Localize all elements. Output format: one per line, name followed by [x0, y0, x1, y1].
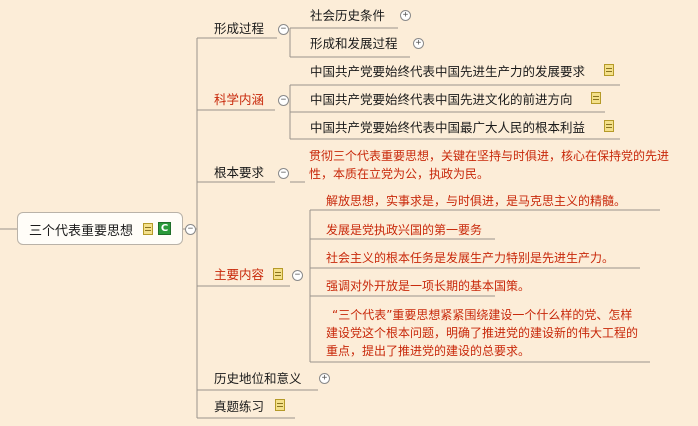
node-content-3[interactable]: 社会主义的根本任务是发展生产力特别是先进生产力。	[326, 251, 615, 265]
expand-toggle-icon[interactable]: +	[413, 38, 424, 49]
note-icon[interactable]	[275, 399, 285, 411]
root-node[interactable]: 三个代表重要思想 C	[17, 212, 183, 245]
collapse-toggle-icon[interactable]: −	[278, 95, 289, 106]
node-content-2[interactable]: 发展是党执政兴国的第一要务	[326, 223, 483, 237]
node-formation-development[interactable]: 形成和发展过程	[310, 36, 398, 51]
branch-main-content[interactable]: 主要内容	[214, 267, 265, 282]
root-label: 三个代表重要思想	[29, 224, 134, 239]
node-social-conditions[interactable]: 社会历史条件	[310, 8, 386, 23]
expand-toggle-icon[interactable]: +	[400, 10, 411, 21]
collapse-toggle-icon[interactable]: −	[292, 270, 303, 281]
collapse-toggle-icon[interactable]: −	[278, 168, 289, 179]
collapse-toggle-icon[interactable]: −	[185, 224, 196, 235]
branch-formation[interactable]: 形成过程	[214, 21, 265, 36]
branch-historical-significance[interactable]: 历史地位和意义	[214, 371, 302, 386]
node-people-interests[interactable]: 中国共产党要始终代表中国最广大人民的根本利益	[310, 120, 586, 135]
collapse-toggle-icon[interactable]: −	[278, 24, 289, 35]
node-content-5[interactable]: “三个代表”重要思想紧紧围绕建设一个什么样的党、怎样建设党这个根本问题，明确了推…	[326, 308, 639, 358]
branch-scientific-connotation[interactable]: 科学内涵	[214, 92, 265, 107]
branch-fundamental-requirement[interactable]: 根本要求	[214, 165, 265, 180]
branch-exam-practice[interactable]: 真题练习	[214, 399, 265, 414]
note-icon[interactable]	[604, 64, 614, 76]
node-requirement-text[interactable]: 贯彻三个代表重要思想，关键在坚持与时俱进，核心在保持党的先进性，本质在立党为公，…	[309, 149, 670, 181]
note-icon[interactable]	[273, 268, 283, 280]
node-content-4[interactable]: 强调对外开放是一项长期的基本国策。	[326, 279, 531, 293]
expand-toggle-icon[interactable]: +	[319, 373, 330, 384]
node-advanced-culture[interactable]: 中国共产党要始终代表中国先进文化的前进方向	[310, 92, 573, 107]
c-icon[interactable]: C	[158, 222, 171, 235]
note-icon[interactable]	[591, 92, 601, 104]
node-content-1[interactable]: 解放思想，实事求是，与时俱进，是马克思主义的精髓。	[326, 194, 627, 208]
note-icon[interactable]	[604, 120, 614, 132]
node-productive-forces[interactable]: 中国共产党要始终代表中国先进生产力的发展要求	[310, 64, 586, 79]
note-icon[interactable]	[143, 223, 153, 235]
